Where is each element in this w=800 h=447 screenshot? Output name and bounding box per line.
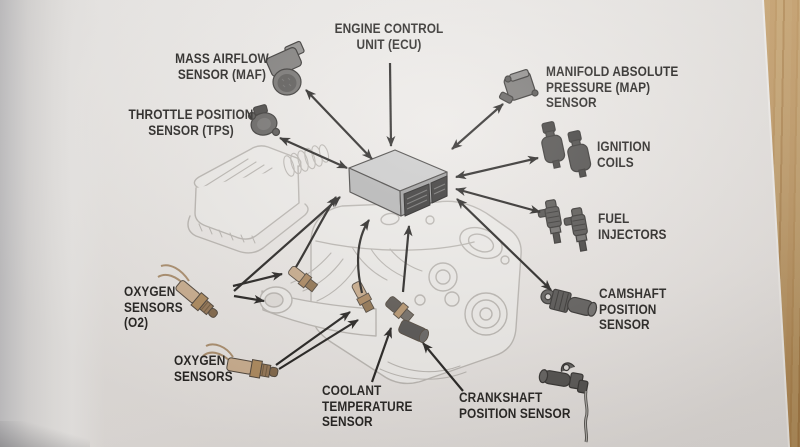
arrow-coolant-label xyxy=(370,327,393,383)
page-curl-shading xyxy=(0,0,110,447)
arrow-o2bottom-sensor2a xyxy=(275,311,351,366)
arrow-curve-sensor2-ecu xyxy=(356,219,370,294)
arrow-crankshaft-label xyxy=(422,342,464,392)
label-coolant-temperature-sensor: COOLANT TEMPERATURE SENSOR xyxy=(322,383,413,429)
label-engine-control-unit: ENGINE CONTROL UNIT (ECU) xyxy=(334,21,444,52)
map-sensor-icon xyxy=(498,69,539,104)
fuel-injectors-icon xyxy=(537,199,588,252)
label-camshaft-position-sensor: CAMSHAFT POSITION SENSOR xyxy=(599,286,667,332)
label-oxygen-sensors-o2: OXYGEN SENSORS (O2) xyxy=(124,284,183,330)
throttle-position-sensor-icon xyxy=(247,104,281,137)
ignition-coils-icon xyxy=(541,121,592,178)
arrow-curve-sensor1-ecu xyxy=(295,196,337,268)
arrow-camshaft-ecu xyxy=(456,198,552,291)
label-throttle-position-sensor: THROTTLE POSITION SENSOR (TPS) xyxy=(128,107,254,138)
camshaft-position-sensor-icon xyxy=(540,288,598,317)
arrow-coils-ecu xyxy=(455,155,539,180)
crankshaft-position-sensor-icon xyxy=(538,362,589,443)
label-ignition-coils: IGNITION COILS xyxy=(597,139,651,170)
arrow-map-ecu xyxy=(451,103,504,150)
label-map-sensor: MANIFOLD ABSOLUTE PRESSURE (MAP) SENSOR xyxy=(546,64,679,110)
label-mass-airflow-sensor: MASS AIRFLOW SENSOR (MAF) xyxy=(175,51,269,82)
arrow-tps-ecu xyxy=(279,136,348,170)
arrow-ecu-label xyxy=(386,62,396,147)
o2-sensor-on-manifold-icon xyxy=(288,265,319,293)
arrow-o2left-pipe xyxy=(233,294,265,304)
arrows xyxy=(232,62,552,392)
arrow-o2left-ecu xyxy=(233,196,341,292)
ecu-box xyxy=(348,149,448,217)
label-fuel-injectors: FUEL INJECTORS xyxy=(598,211,667,242)
mass-airflow-sensor-icon xyxy=(265,40,305,96)
label-crankshaft-position-sensor: CRANKSHAFT POSITION SENSOR xyxy=(459,390,571,421)
arrow-o2left-sensor1 xyxy=(232,272,283,288)
coolant-sensor-on-engine-icon xyxy=(385,296,415,324)
oxygen-sensor-bottom-icon xyxy=(202,343,279,379)
page-corner-shadow xyxy=(0,421,90,447)
label-oxygen-sensors: OXYGEN SENSORS xyxy=(174,353,233,384)
arrow-maf-ecu xyxy=(305,89,373,160)
crankshaft-sensor-on-engine-icon xyxy=(398,319,430,343)
engine-mounted-sensors xyxy=(288,265,430,343)
ecu-connectors xyxy=(403,175,448,217)
o2-sensor-on-pipe-icon xyxy=(351,281,375,313)
oxygen-sensor-o2-icon xyxy=(157,264,218,318)
arrow-o2bottom-sensor2b xyxy=(278,319,359,370)
arrow-curve-injector-ecu xyxy=(401,225,413,293)
